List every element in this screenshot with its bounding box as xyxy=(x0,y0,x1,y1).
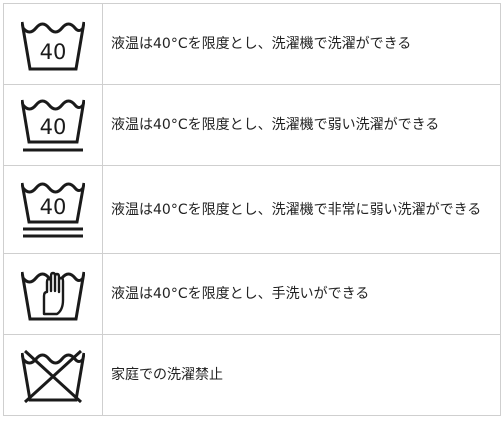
hand-wash-icon xyxy=(21,271,85,321)
icon-cell: 40 xyxy=(3,3,103,85)
icon-cell: 40 xyxy=(3,165,103,254)
care-description: 液温は40°Cを限度とし、手洗いができる xyxy=(102,253,501,335)
care-row-very-gentle-40: 40 液温は40°Cを限度とし、洗濯機で非常に弱い洗濯ができる xyxy=(3,165,501,254)
wash-care-table: 40 液温は40°Cを限度とし、洗濯機で洗濯ができる 40 液温は40°Cを限度… xyxy=(3,3,501,416)
icon-cell xyxy=(3,334,103,416)
care-row-hand-wash: 液温は40°Cを限度とし、手洗いができる xyxy=(3,253,501,335)
wash-tub-40-gentle-icon: 40 xyxy=(21,99,85,152)
wash-tub-40-icon: 40 xyxy=(21,21,85,71)
do-not-wash-icon xyxy=(21,349,85,403)
care-description: 家庭での洗濯禁止 xyxy=(102,334,501,416)
care-description: 液温は40°Cを限度とし、洗濯機で非常に弱い洗濯ができる xyxy=(102,165,501,254)
temperature-label: 40 xyxy=(40,195,67,219)
care-row-wash-40: 40 液温は40°Cを限度とし、洗濯機で洗濯ができる xyxy=(3,3,501,85)
care-row-do-not-wash: 家庭での洗濯禁止 xyxy=(3,334,501,416)
wash-tub-40-very-gentle-icon: 40 xyxy=(21,182,85,237)
care-description: 液温は40°Cを限度とし、洗濯機で弱い洗濯ができる xyxy=(102,84,501,166)
icon-cell: 40 xyxy=(3,84,103,166)
temperature-label: 40 xyxy=(40,40,67,64)
care-row-gentle-40: 40 液温は40°Cを限度とし、洗濯機で弱い洗濯ができる xyxy=(3,84,501,166)
icon-cell xyxy=(3,253,103,335)
care-description: 液温は40°Cを限度とし、洗濯機で洗濯ができる xyxy=(102,3,501,85)
temperature-label: 40 xyxy=(40,115,67,139)
